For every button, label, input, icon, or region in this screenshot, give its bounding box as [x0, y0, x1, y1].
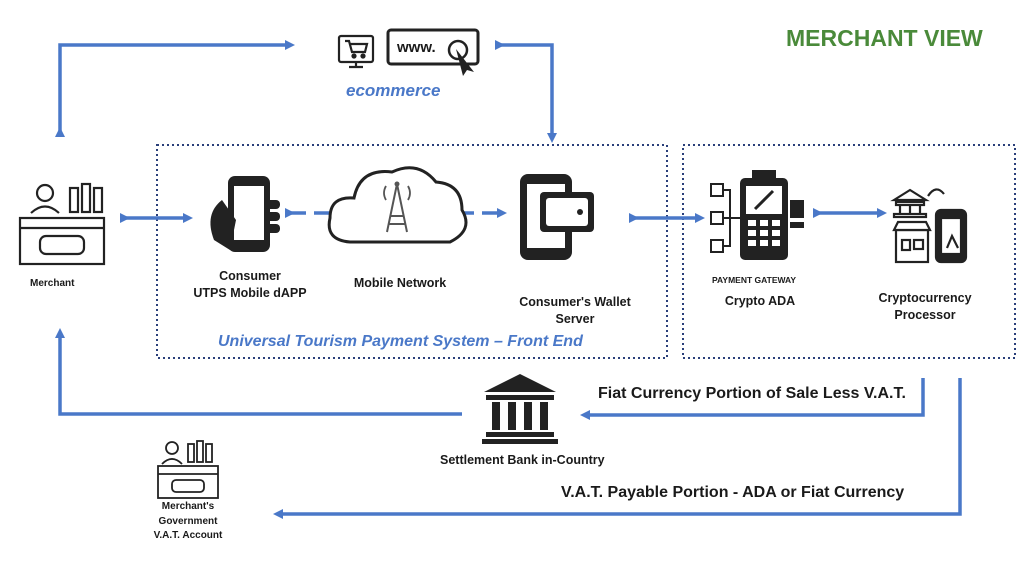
back-end-group-box [682, 144, 1016, 359]
consumer-label-line2: UTPS Mobile dAPP [193, 285, 307, 300]
merchant-shop-icon [18, 182, 106, 266]
payment-gateway-caption: PAYMENT GATEWAY [712, 275, 797, 285]
bank-shop-phone-icon [890, 188, 968, 264]
diagram-title: MERCHANT VIEW [786, 25, 983, 51]
front-end-group-box [156, 144, 668, 359]
wallet-server-label: Consumer's Wallet Server [505, 294, 645, 328]
merchant-shop-small-icon [157, 440, 219, 499]
arrow-ecommerce-wallet [495, 40, 557, 143]
wallet-server-label-line2: Server [555, 311, 595, 326]
vat-flow-label: V.A.T. Payable Portion - ADA or Fiat Cur… [561, 484, 905, 501]
crypto-processor-label: Cryptocurrency Processor [870, 290, 980, 324]
merchant-label: Merchant [30, 278, 75, 289]
fiat-flow-label: Fiat Currency Portion of Sale Less V.A.T… [598, 385, 906, 402]
crypto-ada-label: Crypto ADA [724, 294, 796, 308]
hand-smartphone-icon [210, 176, 280, 252]
www-text: www. [397, 39, 436, 56]
arrow-merchant-ecommerce [55, 40, 295, 137]
wallet-server-label-line1: Consumer's Wallet [519, 295, 631, 309]
arrow-processor-to-gov [273, 378, 962, 519]
consumer-label-line1: Consumer [219, 269, 281, 283]
www-browser-icon [386, 28, 480, 76]
crypto-processor-label-line1: Cryptocurrency [878, 291, 972, 305]
gov-account-label: Merchant's Government V.A.T. Account [143, 500, 233, 544]
arrow-bank-to-merchant [55, 328, 462, 416]
mobile-network-label: Mobile Network [353, 276, 447, 290]
arrow-processor-to-bank [580, 378, 925, 420]
consumer-label: Consumer UTPS Mobile dAPP [180, 268, 320, 302]
ecommerce-label: ecommerce [346, 81, 441, 100]
bank-building-icon [482, 374, 558, 444]
settlement-bank-label: Settlement Bank in-Country [440, 453, 605, 467]
phone-wallet-icon [520, 174, 594, 260]
ecommerce-cart-monitor-icon [337, 34, 375, 69]
crypto-processor-label-line2: Processor [894, 307, 956, 322]
gov-account-label-line3: V.A.T. Account [153, 530, 223, 541]
payment-terminal-icon [710, 170, 804, 260]
gov-account-label-line2: Government [158, 515, 218, 527]
front-end-group-label: Universal Tourism Payment System – Front… [218, 333, 583, 350]
gov-account-label-line1: Merchant's [161, 501, 215, 512]
cloud-tower-icon [327, 166, 468, 244]
